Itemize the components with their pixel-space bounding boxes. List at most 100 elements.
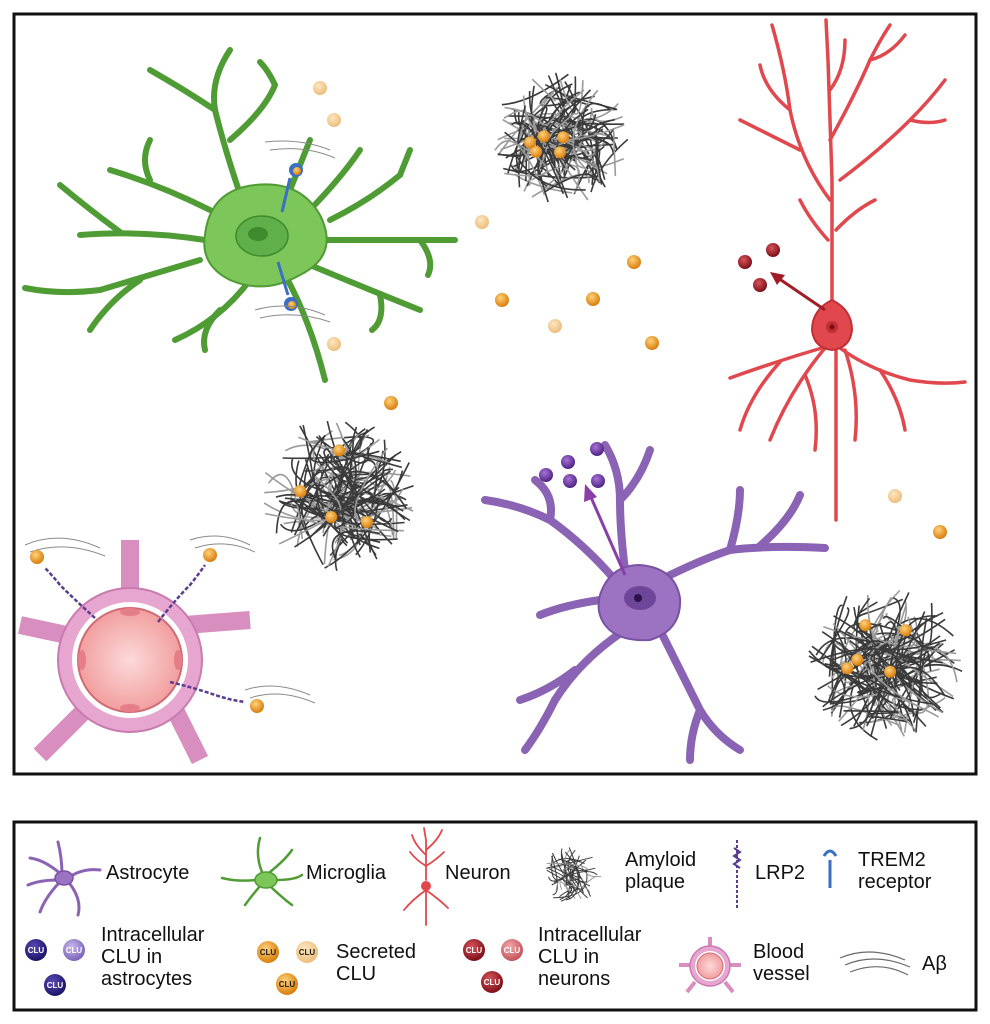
- plaque-fibril: [868, 634, 919, 708]
- plaque-fibril: [590, 138, 629, 193]
- plaque-fibril: [810, 648, 904, 687]
- plaque-fibril: [591, 110, 623, 123]
- plaque-bound-clu: [859, 619, 872, 632]
- plaque-fibril: [497, 131, 524, 158]
- plaque-fibril: [564, 851, 580, 881]
- plaque-fibril: [886, 605, 907, 721]
- plaque-bound-clu: [537, 130, 550, 143]
- plaque-bound-clu: [899, 624, 912, 637]
- plaque-fibril: [857, 598, 904, 617]
- plaque-bound-clu: [333, 444, 346, 457]
- legend-secreted-clu-icon: CLU CLU CLU: [257, 941, 318, 995]
- plaque-fibril: [548, 859, 587, 882]
- legend-label-abeta: Aβ: [922, 953, 947, 975]
- plaque-fibril: [870, 652, 910, 737]
- plaque-fibril: [552, 866, 579, 895]
- plaque-fibril: [290, 457, 398, 507]
- plaque-fibril: [531, 78, 556, 102]
- legend-label-trem2: TREM2 receptor: [858, 849, 932, 893]
- plaque-bound-clu: [851, 653, 864, 666]
- plaque-fibril: [543, 129, 586, 189]
- plaque-fibril: [815, 637, 921, 667]
- astrocyte-secretion-arrow: [588, 494, 627, 576]
- neuron-cell: [728, 18, 967, 522]
- plaque-fibril: [522, 95, 625, 141]
- legend-trem2-icon: [822, 849, 838, 888]
- plaque-fibril: [553, 869, 588, 899]
- plaque-fibril: [353, 452, 403, 469]
- plaque-fibril: [334, 470, 398, 541]
- blood-vessel: [18, 540, 251, 765]
- plaque-fibril: [316, 484, 363, 532]
- plaque-fibril: [612, 130, 617, 177]
- plaque-fibril: [318, 435, 393, 523]
- plaque-bound-clu: [524, 136, 536, 149]
- plaque-fibril: [331, 530, 381, 562]
- plaque-fibril: [877, 672, 890, 701]
- plaque-bound-clu: [361, 516, 373, 528]
- astrocyte-clu-particles: [539, 442, 605, 488]
- plaque-fibril: [542, 112, 585, 149]
- legend-label-secreted: Secreted CLU: [336, 941, 417, 985]
- plaque-fibril: [319, 470, 408, 510]
- plaque-bound-clu: [325, 511, 338, 523]
- plaque-bound-clu: [294, 485, 307, 498]
- plaque-fibril: [884, 621, 902, 687]
- plaque-fibril: [504, 140, 548, 177]
- plaque-fibril: [542, 173, 596, 194]
- plaque-fibril: [293, 471, 323, 536]
- plaque-fibril: [547, 75, 597, 132]
- plaque-fibril: [566, 141, 601, 182]
- amyloid-plaque-middle: [263, 420, 414, 571]
- plaque-fibril: [326, 420, 393, 545]
- legend-label-intracellular-astro: Intracellular CLU in astrocytes: [101, 924, 205, 990]
- plaque-fibril: [515, 154, 586, 191]
- plaque-fibril: [830, 618, 946, 657]
- legend-plaque-icon: [545, 847, 602, 902]
- legend-label-amyloid-plaque: Amyloid plaque: [625, 849, 697, 893]
- plaque-fibril: [546, 862, 590, 873]
- legend-neuron-icon: [403, 827, 449, 926]
- plaque-fibril: [567, 849, 588, 899]
- trem2-receptor-lower: [254, 261, 331, 323]
- plaque-fibril: [327, 516, 350, 567]
- svg-text:CLU: CLU: [47, 981, 64, 990]
- plaque-fibril: [555, 876, 582, 900]
- svg-text:CLU: CLU: [279, 980, 296, 989]
- plaque-fibril: [340, 479, 395, 539]
- plaque-bound-clu: [884, 665, 897, 678]
- legend-label-neuron: Neuron: [445, 862, 511, 884]
- plaque-fibril: [513, 173, 573, 194]
- plaque-bound-clu: [530, 145, 543, 158]
- plaque-fibril: [840, 648, 873, 684]
- plaque-fibril: [808, 655, 934, 705]
- plaque-fibril: [325, 494, 399, 533]
- plaque-fibril: [494, 140, 546, 196]
- svg-text:CLU: CLU: [466, 946, 483, 955]
- legend-label-microglia: Microglia: [306, 862, 387, 884]
- plaque-fibril: [318, 453, 404, 503]
- amyloid-plaque-bottom-right: [808, 589, 963, 741]
- plaque-fibril: [853, 597, 882, 632]
- neuron-clu-particles: [738, 243, 780, 292]
- svg-text:CLU: CLU: [504, 946, 521, 955]
- plaque-fibril: [302, 424, 315, 483]
- plaque-fibril: [564, 885, 591, 894]
- svg-text:CLU: CLU: [484, 978, 501, 987]
- legend-astrocyte-icon: [26, 840, 102, 917]
- plaque-fibril: [558, 858, 568, 864]
- plaque-bound-clu: [557, 131, 570, 144]
- trem2-receptor-upper: [264, 140, 336, 213]
- plaque-fibril: [551, 852, 576, 892]
- plaque-fibril: [597, 157, 606, 185]
- plaque-fibril: [381, 468, 395, 491]
- plaque-fibril: [562, 862, 589, 873]
- legend-label-lrp2: LRP2: [755, 862, 806, 884]
- plaque-fibril: [559, 890, 570, 898]
- legend-intracellular-astro-icon: CLU CLU CLU: [25, 939, 85, 996]
- plaque-fibril: [819, 607, 850, 661]
- plaque-fibril: [527, 122, 539, 186]
- lrp2-receptors: [44, 564, 246, 704]
- svg-text:CLU: CLU: [299, 948, 316, 957]
